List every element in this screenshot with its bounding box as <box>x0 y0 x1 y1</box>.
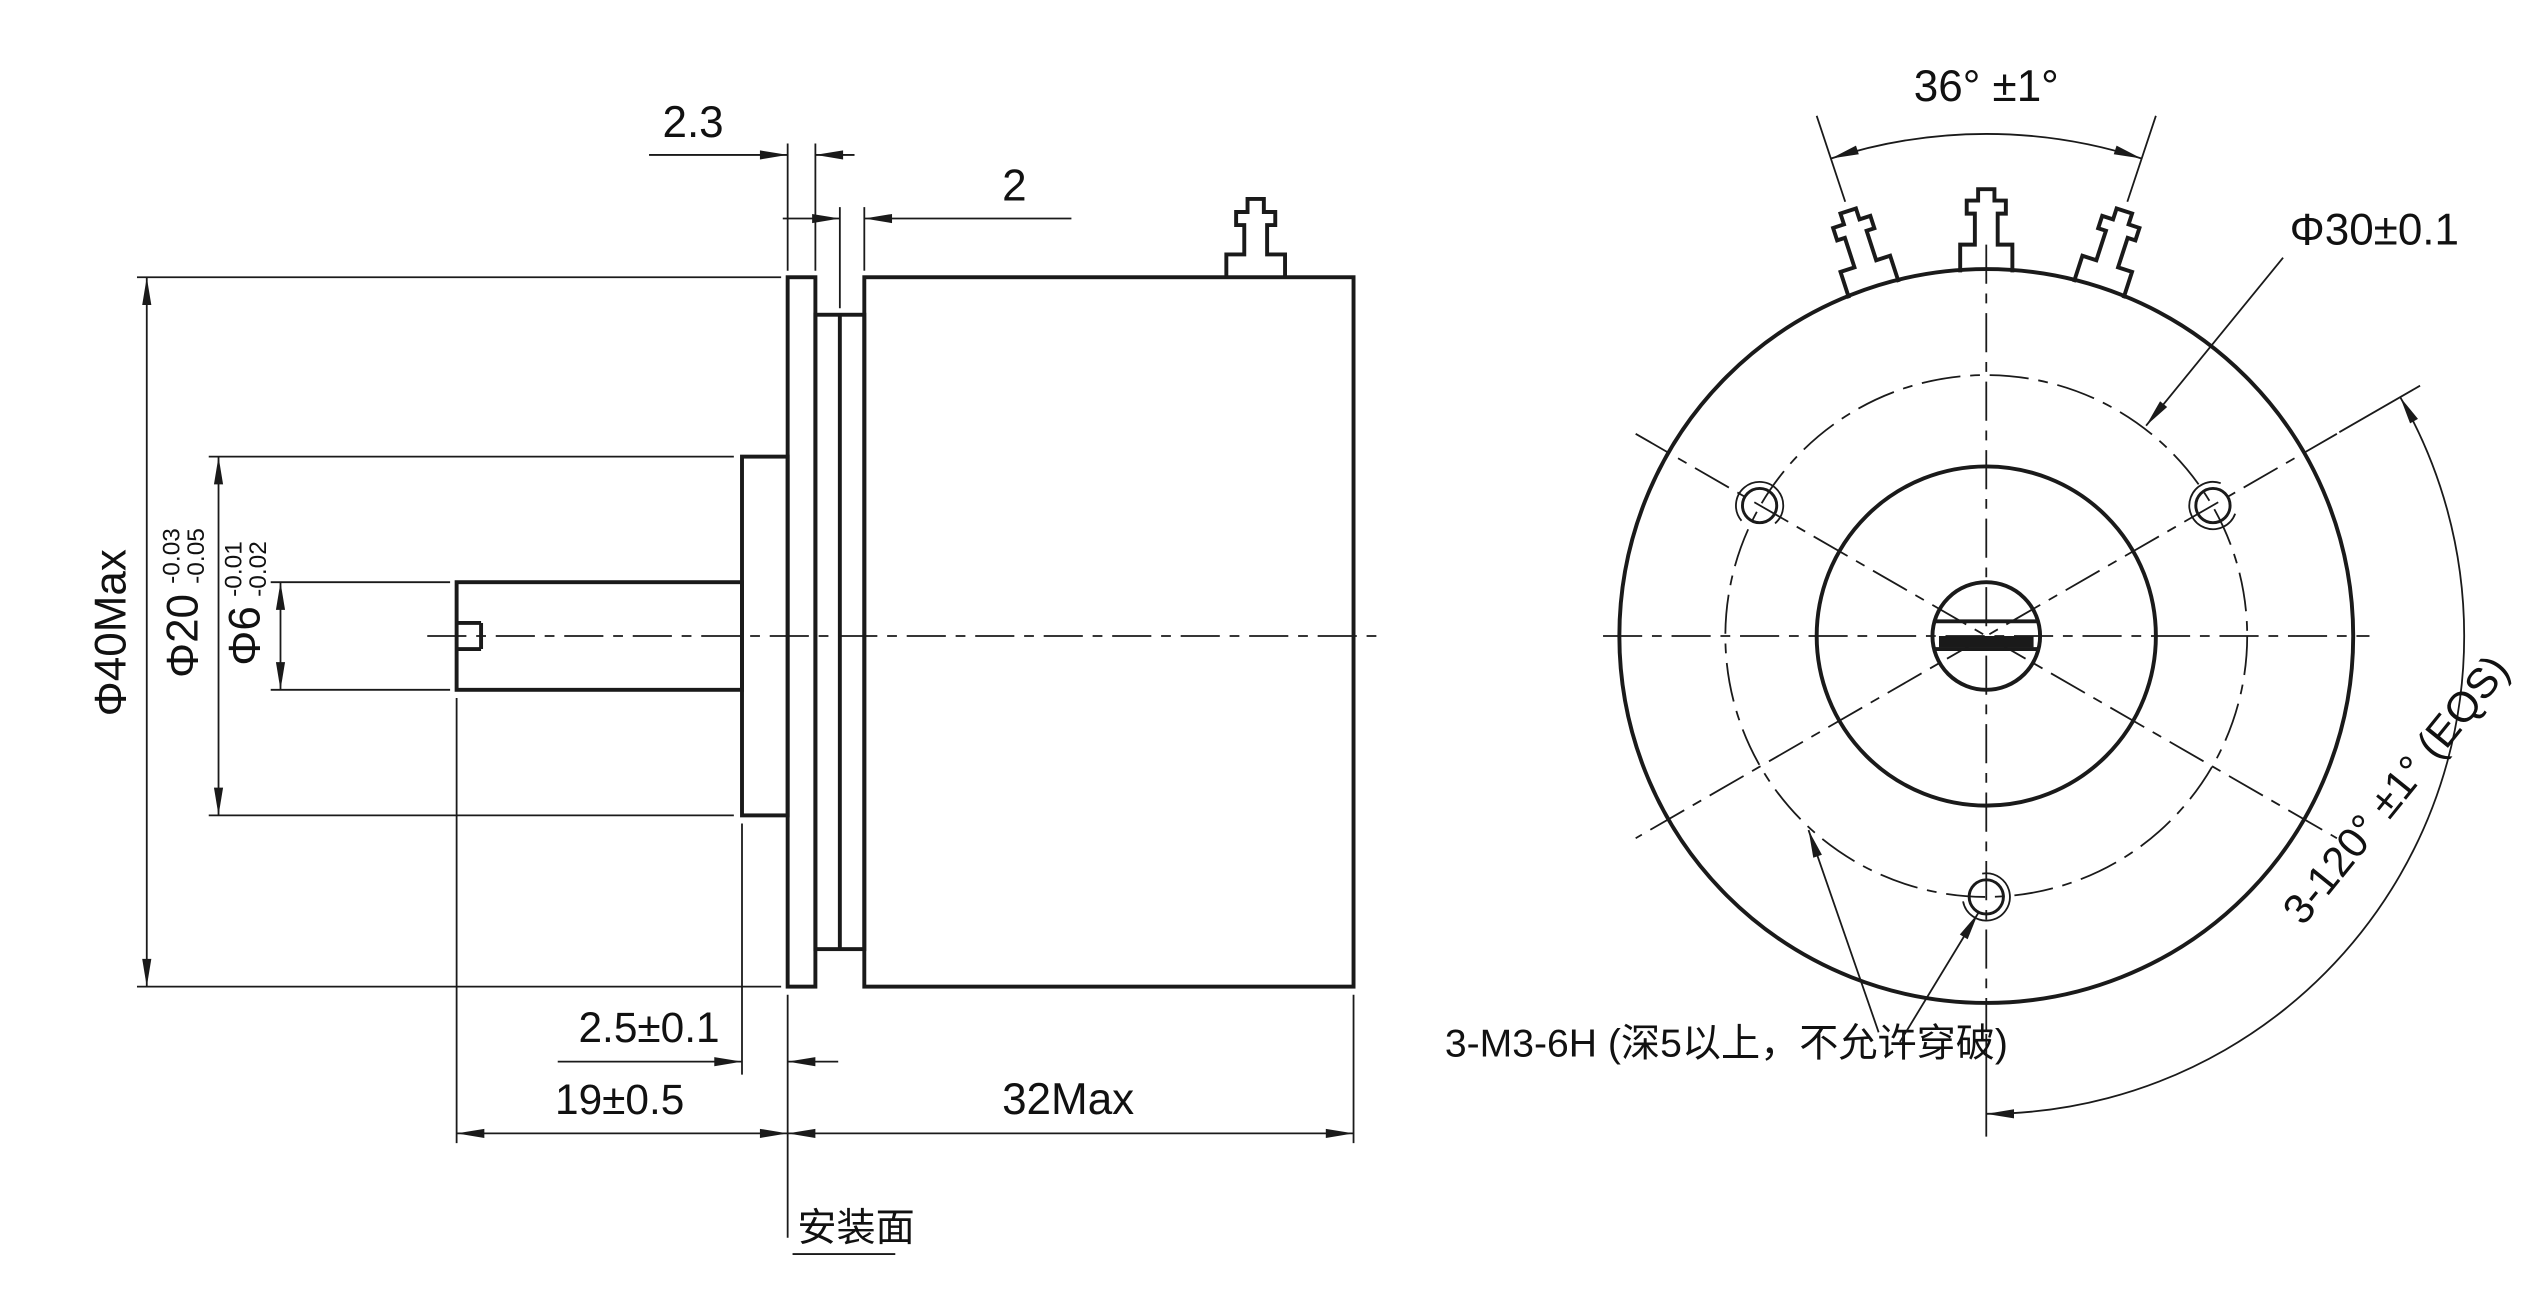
body-outline <box>862 275 1356 989</box>
dim-hole-spacing: 3-120° ±1° (EQS) <box>1985 384 2518 1137</box>
dim-body-length: 32Max <box>787 994 1355 1144</box>
mounting-hole-upper-left <box>1735 481 1785 531</box>
terminal-profile <box>1958 187 2015 273</box>
side-view <box>427 197 1383 989</box>
dim-text-shaft-length: 19±0.5 <box>555 1076 684 1123</box>
dim-outer-diameter: Φ40Max <box>87 276 782 988</box>
shaft <box>454 580 744 692</box>
dim-text-hole-spacing: 3-120° ±1° (EQS) <box>2273 646 2518 932</box>
leader-line <box>1807 829 1880 1033</box>
dim-boss-length: 2.5±0.1 <box>557 823 839 1238</box>
terminal-profile <box>1830 206 1901 299</box>
mounting-surface-label: 安装面 <box>792 1207 915 1255</box>
dim-text-terminal-angle: 36° ±1° <box>1914 62 2059 111</box>
shaft-slot <box>456 621 484 652</box>
dim-text-body-length: 32Max <box>1002 1075 1134 1124</box>
leader-line <box>1899 912 1979 1043</box>
hole-circle <box>1741 486 1779 525</box>
thread-arc <box>1735 481 1785 531</box>
dim-text-boss-dia: Φ20 <box>158 594 207 678</box>
dim-boss-diameter: Φ20 -0.03 -0.05 <box>158 455 734 817</box>
label-mounting-surface: 安装面 <box>797 1207 914 1250</box>
dimension-arc <box>1986 396 2466 1119</box>
dim-text-shaft-dia: Φ6 <box>220 606 269 666</box>
diagonal-centerline-right-hole <box>1635 433 2338 840</box>
dim-text-outer-dia: Φ40Max <box>87 549 136 716</box>
front-view <box>1603 187 2370 1031</box>
terminal-right <box>2071 206 2142 299</box>
dim-shaft-length: 19±0.5 <box>455 697 788 1144</box>
hole-spec-note: 3-M3-6H (深5以上，不允许穿破) <box>1445 829 2008 1066</box>
dimension-arc <box>1830 133 2142 160</box>
dim-bolt-circle: Φ30±0.1 <box>2145 206 2459 427</box>
terminal-middle <box>1958 187 2015 273</box>
dim-text-boss-length: 2.5±0.1 <box>578 1004 719 1051</box>
extension-line <box>2338 384 2421 433</box>
dim-text-shaft-dia-lower-tol: -0.02 <box>245 541 272 597</box>
shaft-slot-fill <box>1938 636 2034 648</box>
dim-text-flange-thickness: 2.3 <box>662 98 723 147</box>
dim-flange-thickness: 2.3 <box>649 98 855 271</box>
dim-text-bolt-circle: Φ30±0.1 <box>2290 206 2459 255</box>
dim-terminal-angle: 36° ±1° <box>1815 62 2157 203</box>
dim-front-gap: 2 <box>782 162 1072 309</box>
front-view-dimensions: 36° ±1° Φ30±0.1 3-120° ±1° (EQS) 3-M3-6H… <box>1445 62 2518 1137</box>
extension-line <box>1815 115 1847 203</box>
dim-text-boss-dia-lower-tol: -0.05 <box>183 528 210 584</box>
mounting-flange <box>785 275 818 989</box>
extension-line <box>2126 115 2157 203</box>
dim-text-front-gap: 2 <box>1002 162 1026 211</box>
dim-text-boss-dia-upper-tol: -0.03 <box>158 528 185 584</box>
dim-shaft-diameter: Φ6 -0.01 -0.02 <box>220 541 451 691</box>
terminal-left <box>1830 206 1901 299</box>
dim-text-shaft-dia-upper-tol: -0.01 <box>220 541 247 597</box>
leader-line <box>2145 257 2284 427</box>
terminal-profile <box>2071 206 2142 299</box>
terminal-side-profile <box>1224 197 1288 278</box>
label-hole-spec: 3-M3-6H (深5以上，不允许穿破) <box>1445 1023 2008 1066</box>
side-view-dimensions: Φ40Max Φ20 -0.03 -0.05 Φ6 -0.01 -0.02 <box>87 98 1355 1255</box>
